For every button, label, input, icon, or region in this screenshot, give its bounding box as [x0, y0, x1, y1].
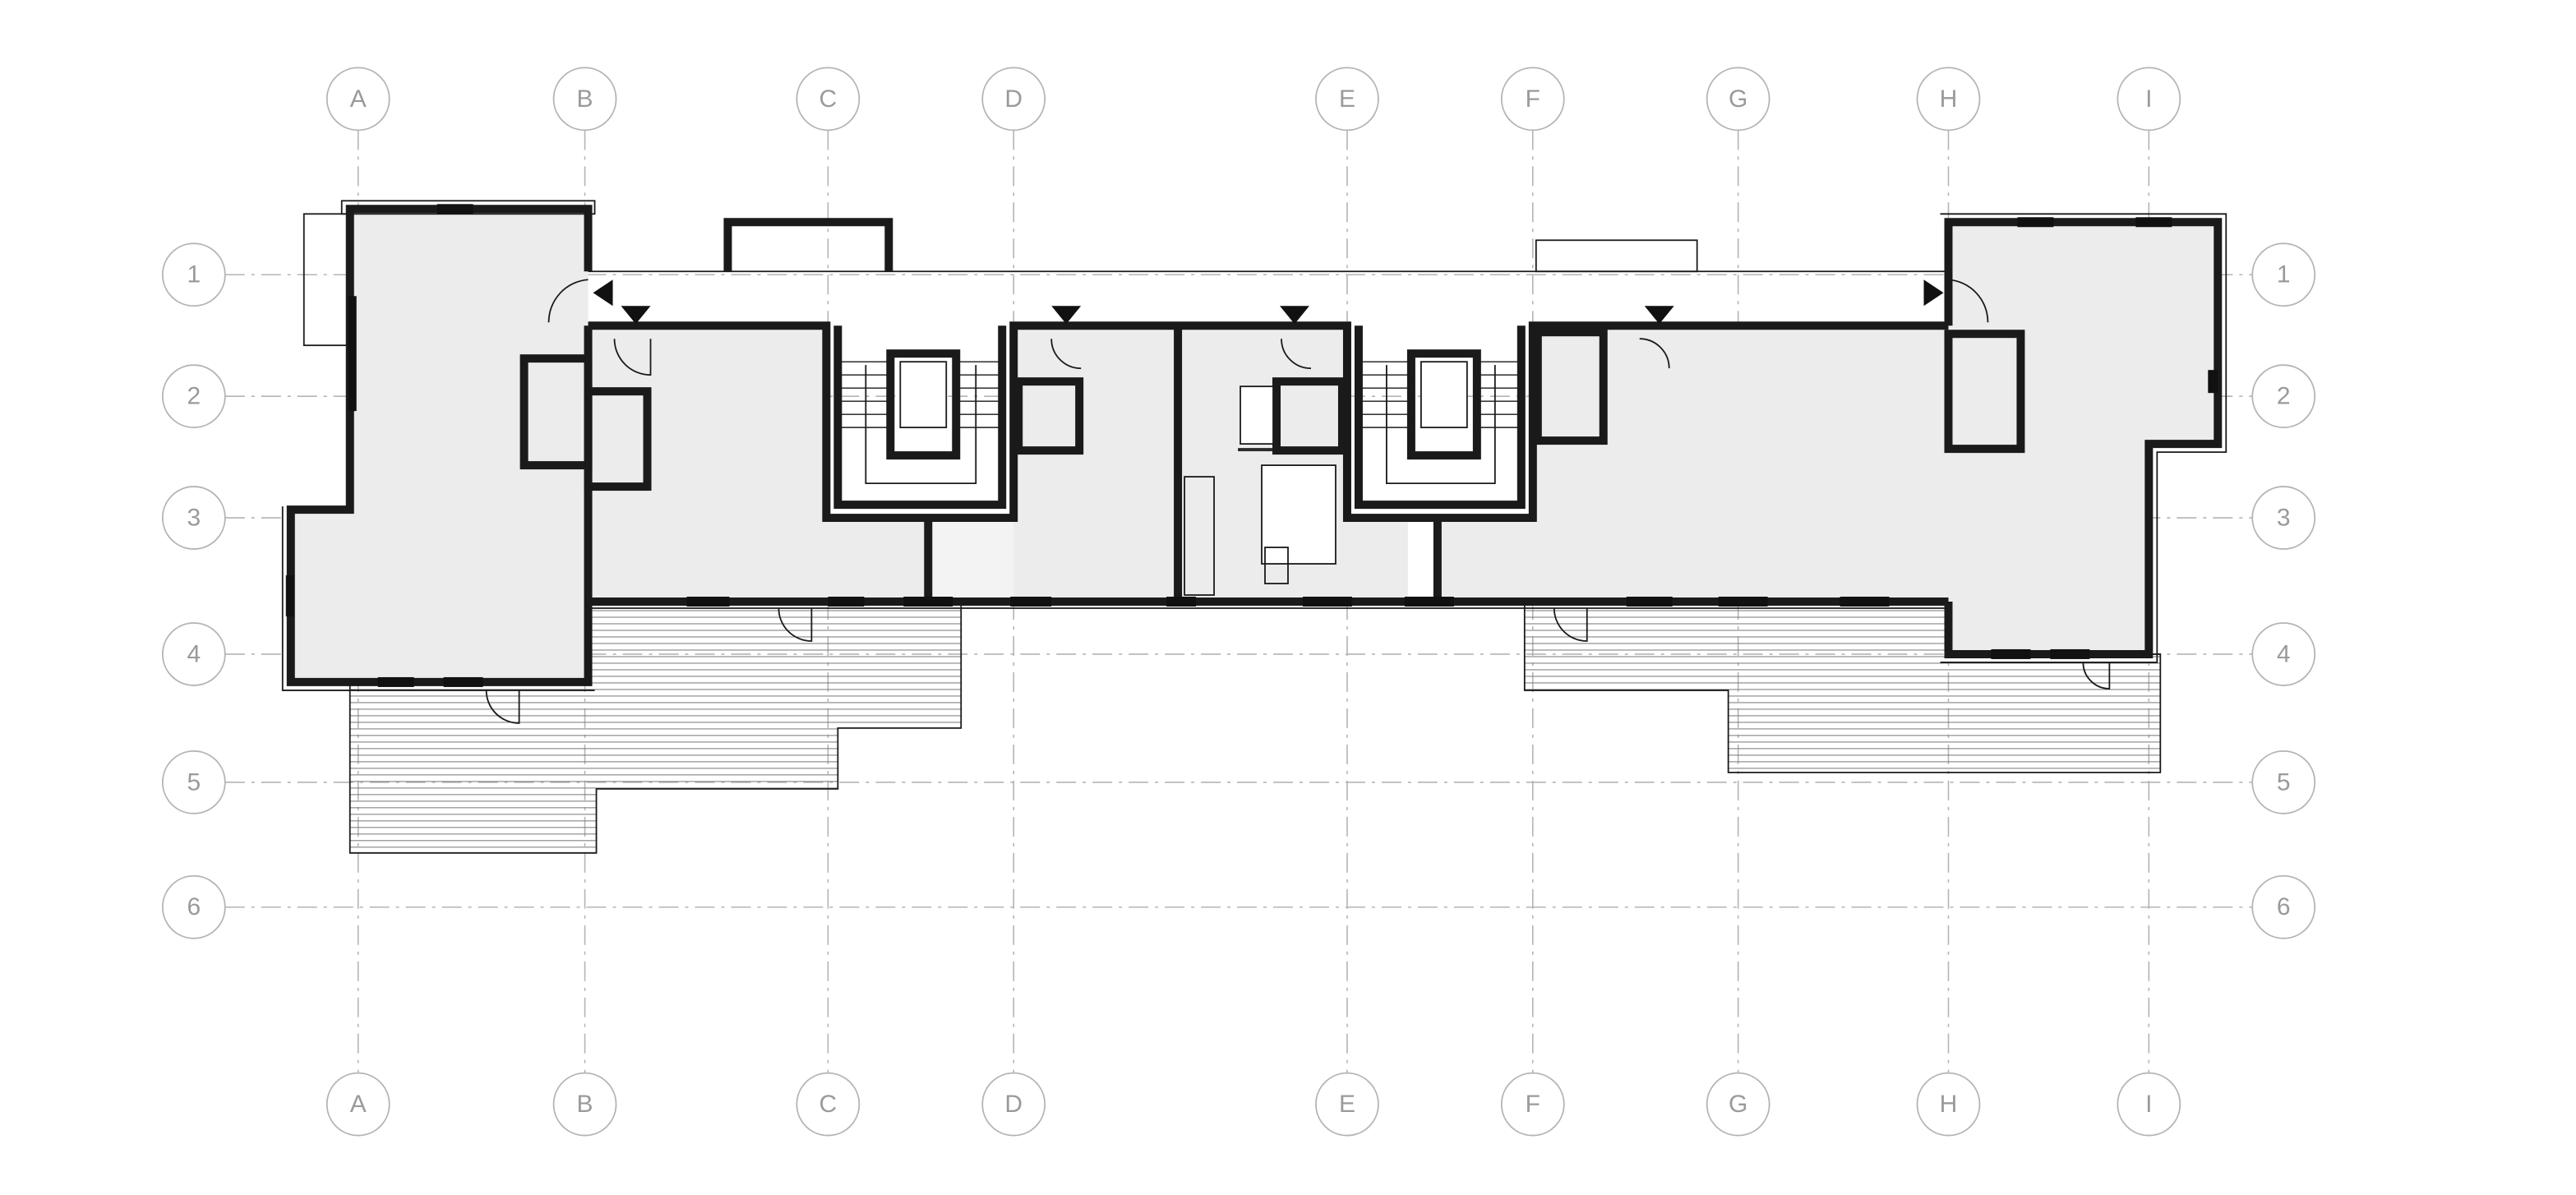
grid-bubble-top-H-label: H [1940, 85, 1958, 113]
grid-bubble-top-C-label: C [819, 85, 838, 113]
grid-bubble-bottom-G-label: G [1729, 1091, 1747, 1118]
grid-bubble-top-H [1916, 67, 1981, 131]
grid-bubble-right-6-label: 6 [2277, 893, 2291, 920]
grid-bubble-top-E-label: E [1339, 85, 1355, 113]
grid-bubble-right-2-label: 2 [2277, 383, 2291, 410]
grid-bubble-top-F-label: F [1526, 85, 1540, 113]
grid-bubble-bottom-B [552, 1072, 617, 1137]
grid-bubble-right-4 [2251, 622, 2316, 686]
grid-bubble-bottom-I [2117, 1072, 2181, 1137]
grid-bubble-top-A [325, 67, 390, 131]
entrance-arrow-icon [621, 306, 651, 325]
structural-grid: A A B B C C D D E E F F G G H H I I 1 1 2 2 3 3 4 4 5 5 6 6 [161, 67, 2316, 1137]
grid-bubble-right-3 [2251, 486, 2316, 550]
grid-bubble-top-I [2117, 67, 2181, 131]
grid-bubble-bottom-G [1706, 1072, 1770, 1137]
grid-bubble-left-4 [161, 622, 226, 686]
grid-bubble-right-5 [2251, 750, 2316, 814]
grid-bubble-top-I-label: I [2145, 85, 2152, 113]
grid-bubble-bottom-B-label: B [577, 1091, 593, 1118]
grid-bubble-bottom-I-label: I [2145, 1091, 2152, 1118]
grid-bubble-right-1 [2251, 242, 2316, 307]
grid-bubble-left-1 [161, 242, 226, 307]
grid-bubble-bottom-E-label: E [1339, 1091, 1355, 1118]
grid-bubble-left-5 [161, 750, 226, 814]
grid-bubble-bottom-E [1315, 1072, 1379, 1137]
grid-bubble-left-1-label: 1 [187, 261, 201, 288]
corridor [302, 213, 1949, 347]
entrance-arrow-icon [1051, 306, 1082, 325]
entrance-arrow-icon [1644, 306, 1674, 325]
grid-bubble-bottom-C [796, 1072, 861, 1137]
entrance-markers [593, 279, 1944, 325]
grid-bubble-left-4-label: 4 [187, 640, 201, 667]
wall-stair-2 [1354, 325, 1526, 510]
grid-bubble-left-3-label: 3 [187, 505, 201, 532]
grid-bubble-left-5-label: 5 [187, 768, 201, 796]
grid-bubble-bottom-F [1500, 1072, 1565, 1137]
grid-bubble-left-6-label: 6 [187, 893, 201, 920]
windows [285, 204, 2218, 687]
grid-bubble-top-A-label: A [350, 85, 367, 113]
wall-stair-1 [833, 325, 1007, 510]
grid-bubble-left-2 [161, 364, 226, 429]
grid-bubble-left-3 [161, 486, 226, 550]
entrance-arrow-icon [593, 279, 613, 307]
entrance-arrow-icon [1923, 279, 1944, 307]
entrance-arrow-icon [1280, 306, 1309, 325]
grid-bubble-left-6 [161, 874, 226, 939]
grid-bubble-top-E [1315, 67, 1379, 131]
grid-bubble-top-G [1706, 67, 1770, 131]
wall-right-unit [1944, 218, 2223, 658]
doors [485, 279, 2111, 724]
wall-left-unit [286, 205, 593, 686]
grid-bubble-right-2 [2251, 364, 2316, 429]
grid-bubble-top-B-label: B [577, 85, 593, 113]
grid-bubble-right-4-label: 4 [2277, 640, 2291, 667]
grid-bubble-bottom-A-label: A [350, 1091, 367, 1118]
grid-bubble-top-C [796, 67, 861, 131]
grid-bubble-bottom-D-label: D [1004, 1091, 1023, 1118]
stairs [841, 349, 1518, 484]
grid-bubble-top-D-label: D [1004, 85, 1023, 113]
grid-bubble-top-D [981, 67, 1046, 131]
grid-bubble-top-B [552, 67, 617, 131]
grid-bubble-top-G-label: G [1729, 85, 1747, 113]
grid-bubble-right-3-label: 3 [2277, 505, 2291, 532]
grid-bubble-bottom-F-label: F [1526, 1091, 1540, 1118]
bathrooms [519, 328, 2025, 596]
grid-bubble-right-1-label: 1 [2277, 261, 2291, 288]
grid-bubble-bottom-D [981, 1072, 1046, 1137]
grid-bubble-left-2-label: 2 [187, 383, 201, 410]
grid-bubble-right-5-label: 5 [2277, 768, 2291, 796]
grid-bubble-bottom-C-label: C [819, 1091, 838, 1118]
decks [349, 601, 2162, 854]
grid-bubble-bottom-H-label: H [1940, 1091, 1958, 1118]
grid-bubble-bottom-H [1916, 1072, 1981, 1137]
grid-bubble-bottom-A [325, 1072, 390, 1137]
grid-bubble-right-6 [2251, 874, 2316, 939]
grid-bubble-top-F [1500, 67, 1565, 131]
